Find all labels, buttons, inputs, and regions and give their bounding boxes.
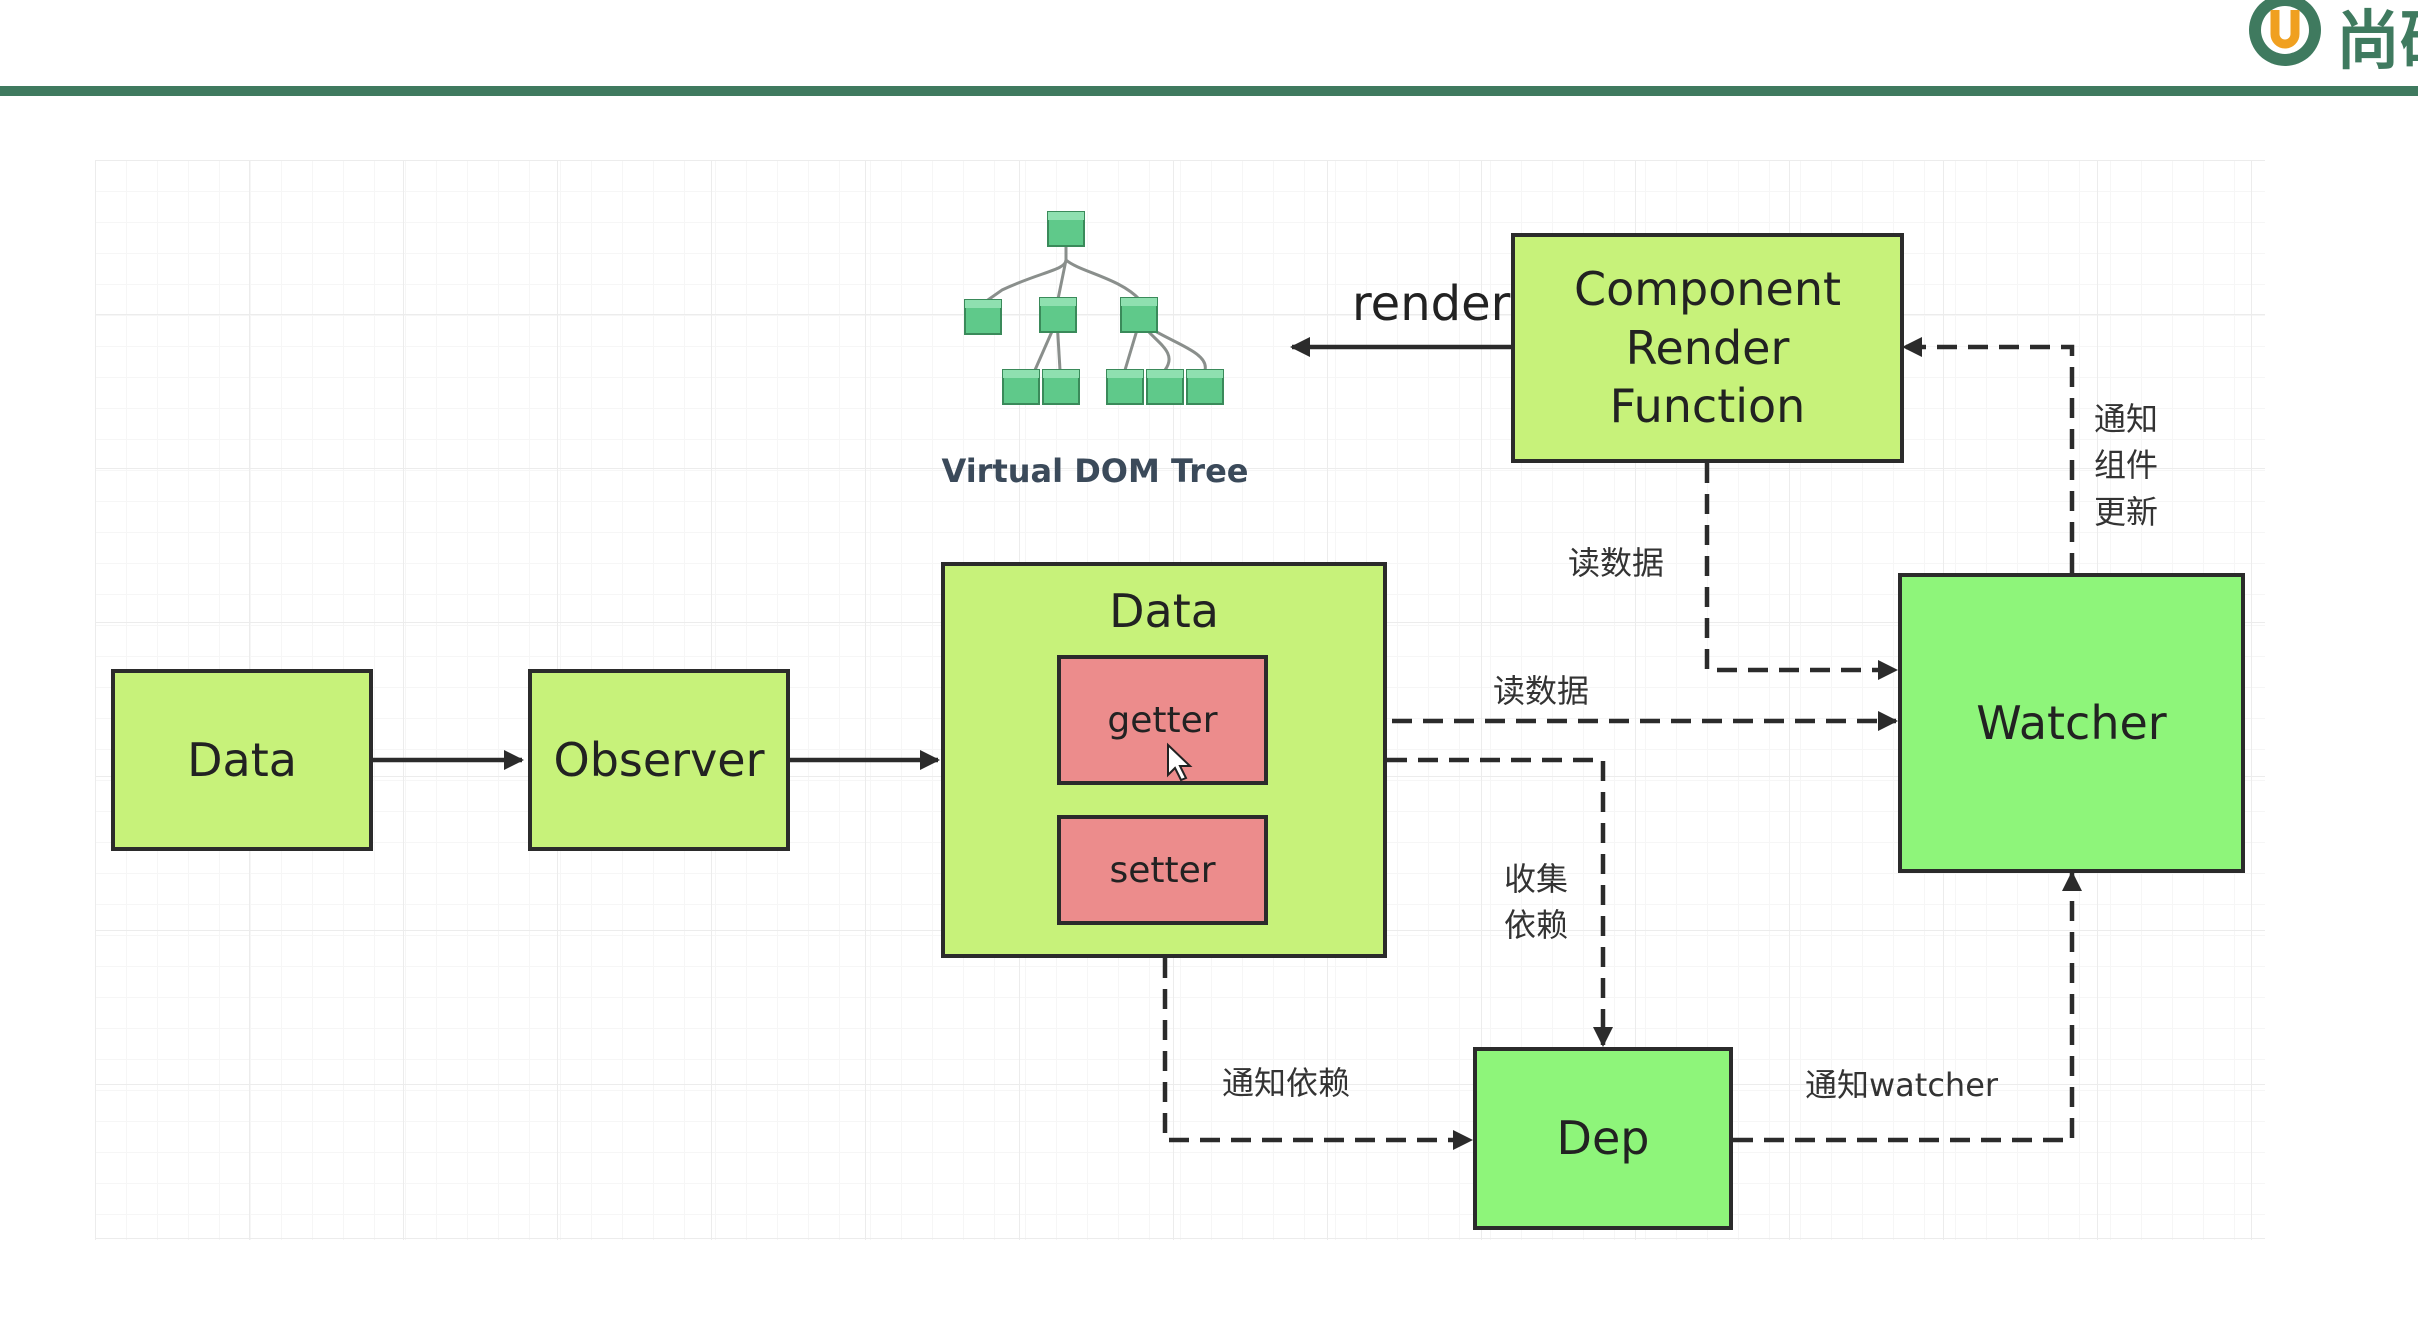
data-source-node: Data [111,669,373,851]
component-render-function-label: Component Render Function [1573,261,1842,434]
observer-node: Observer [528,669,790,851]
arrow-data-collect-to-dep [1387,757,1614,1048]
edge-label-read-data-top: 读数据 [1568,544,1665,582]
edge-label-read-data-mid: 读数据 [1493,672,1590,710]
arrow-watcher-notify-to-render [1901,336,2075,573]
setter-label: setter [1109,849,1216,891]
arrow-dep-to-watcher [1733,870,2083,1143]
arrow-render-read-data-to-watcher [1704,463,1899,681]
dep-label: Dep [1556,1111,1650,1166]
virtual-dom-tree-title: Virtual DOM Tree [941,452,1249,490]
getter-label: getter [1107,699,1218,741]
header-bar [0,86,2418,96]
watcher-label: Watcher [1976,695,2167,750]
logo-text: 尚硅 [2336,5,2418,70]
edge-label-collect-dependencies: 收集 依赖 [1504,860,1569,945]
watcher-node: Watcher [1898,573,2245,873]
data-container-label: Data [1109,584,1219,638]
observer-label: Observer [553,732,765,787]
setter-node: setter [1057,815,1268,925]
data-source-label: Data [187,732,297,787]
getter-node: getter [1057,655,1268,785]
edge-label-notify-component-update: 通知 组件 更新 [2094,400,2159,531]
dep-node: Dep [1473,1047,1733,1230]
brand-logo: 尚硅 [2240,0,2418,70]
edge-label-notify-watcher: 通知watcher [1805,1066,1999,1104]
arrow-data-notify-to-dep [1162,958,1474,1151]
edge-label-notify-dependencies: 通知依赖 [1222,1064,1351,1102]
logo-u-icon [2249,0,2321,66]
component-render-function-node: Component Render Function [1511,233,1904,463]
edge-label-render: render [1352,276,1511,332]
